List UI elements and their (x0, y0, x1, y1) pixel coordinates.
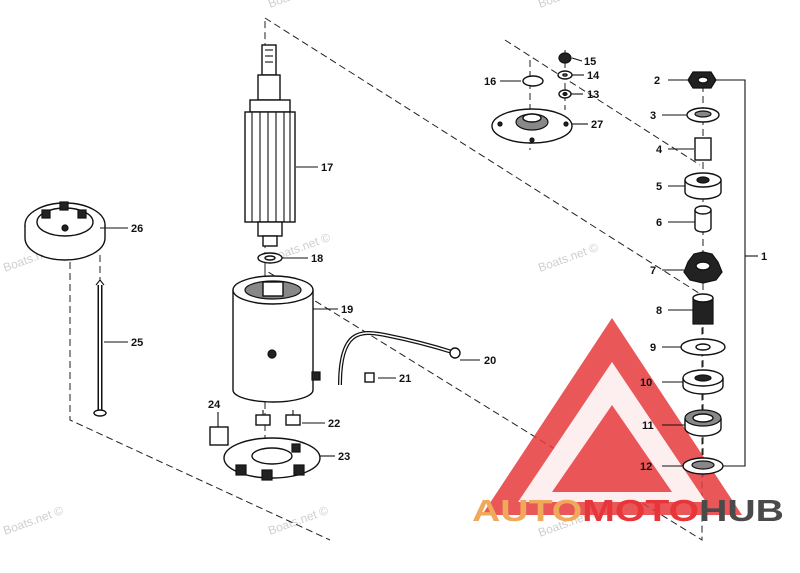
callout-9: 9 (650, 342, 656, 354)
callout-20: 20 (484, 355, 496, 367)
callout-26: 26 (131, 223, 143, 235)
callout-22: 22 (328, 418, 340, 430)
callout-6: 6 (656, 217, 662, 229)
callout-8: 8 (656, 305, 662, 317)
part-24-spring (209, 426, 229, 446)
callout-1: 1 (761, 251, 767, 263)
watermark: Boats.net © (266, 503, 330, 538)
callout-18: 18 (311, 253, 323, 265)
callout-15: 15 (584, 56, 596, 68)
part-19-motor-frame (232, 275, 321, 403)
callout-19: 19 (341, 304, 353, 316)
callout-25: 25 (131, 337, 143, 349)
callout-23: 23 (338, 451, 350, 463)
part-18-washer (257, 252, 283, 264)
callout-11: 11 (642, 420, 654, 432)
callout-27: 27 (591, 119, 603, 131)
brand-part-auto: AUTO (472, 493, 582, 528)
watermark: Boats.net © (536, 240, 600, 275)
callout-2: 2 (654, 75, 660, 87)
callout-10: 10 (640, 377, 652, 389)
part-23-brush-plate (223, 437, 321, 481)
part-21-clip (364, 372, 375, 383)
part-17-armature (244, 44, 296, 247)
watermark: Boats.net © (1, 503, 65, 538)
callout-7: 7 (650, 265, 656, 277)
part-22-brushes (255, 410, 301, 426)
callout-16: 16 (484, 76, 496, 88)
callout-24: 24 (208, 399, 221, 411)
callout-5: 5 (656, 181, 662, 193)
brand-part-hub: HUB (699, 493, 784, 528)
callout-12: 12 (640, 461, 652, 473)
leader-lines (100, 57, 758, 467)
callout-labels: 1 2 3 4 5 6 7 8 9 10 11 12 13 14 15 16 1… (131, 56, 767, 473)
part-27-end-plate (491, 108, 573, 144)
callout-13: 13 (587, 89, 599, 101)
watermark: Boats.net © (536, 0, 600, 11)
callout-4: 4 (656, 144, 663, 156)
callout-17: 17 (321, 162, 333, 174)
callout-3: 3 (650, 110, 656, 122)
brand-part-moto: MOTO (582, 493, 699, 528)
part-26-end-cap (24, 201, 106, 261)
callout-14: 14 (587, 70, 600, 82)
part-25-through-bolt (93, 279, 107, 417)
callout-21: 21 (399, 373, 411, 385)
part-20-cable (338, 331, 461, 386)
parts-13-16-hardware (522, 52, 573, 99)
watermark: Boats.net © (266, 0, 330, 11)
